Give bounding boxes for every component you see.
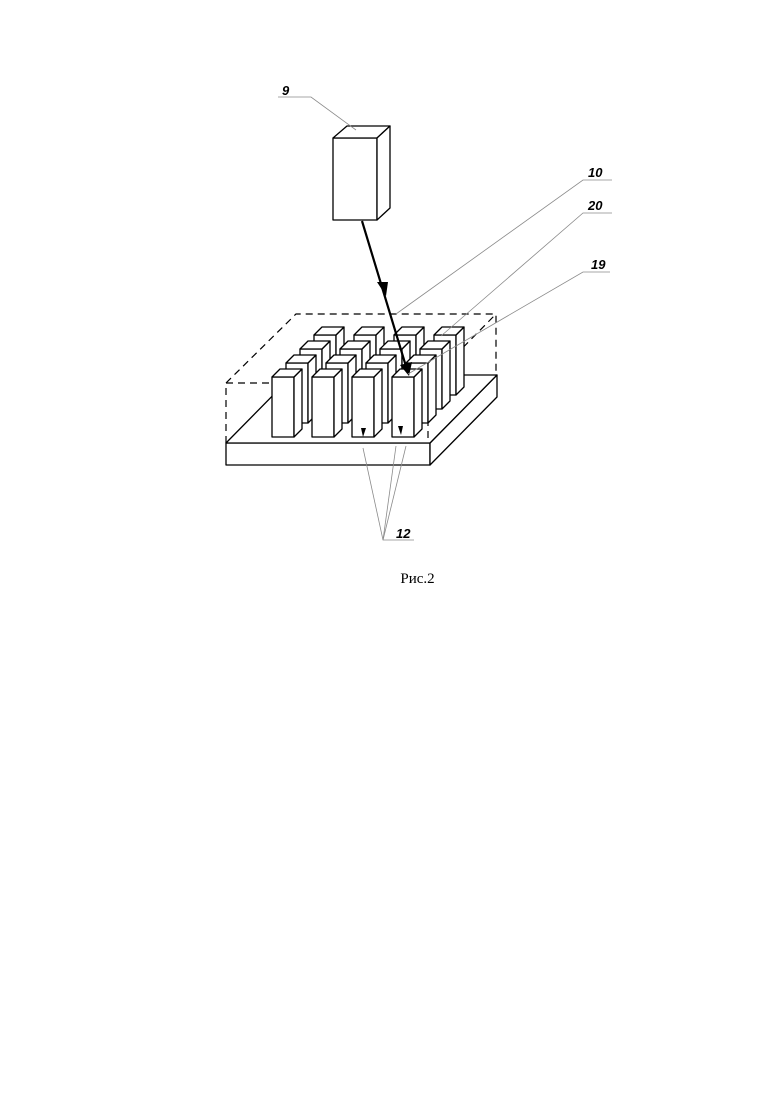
label-19: 19 bbox=[591, 257, 606, 272]
label-10: 10 bbox=[588, 165, 603, 180]
pillar bbox=[272, 369, 302, 437]
label-20: 20 bbox=[587, 198, 603, 213]
pillar bbox=[352, 369, 382, 437]
pillar bbox=[392, 369, 422, 437]
label-12: 12 bbox=[396, 526, 411, 541]
pillar bbox=[312, 369, 342, 437]
beam-arrowhead-mid bbox=[377, 282, 388, 296]
source-block bbox=[333, 126, 390, 220]
figure-caption: Рис.2 bbox=[0, 571, 780, 588]
label-9: 9 bbox=[282, 83, 290, 98]
leader-lines bbox=[278, 97, 612, 540]
